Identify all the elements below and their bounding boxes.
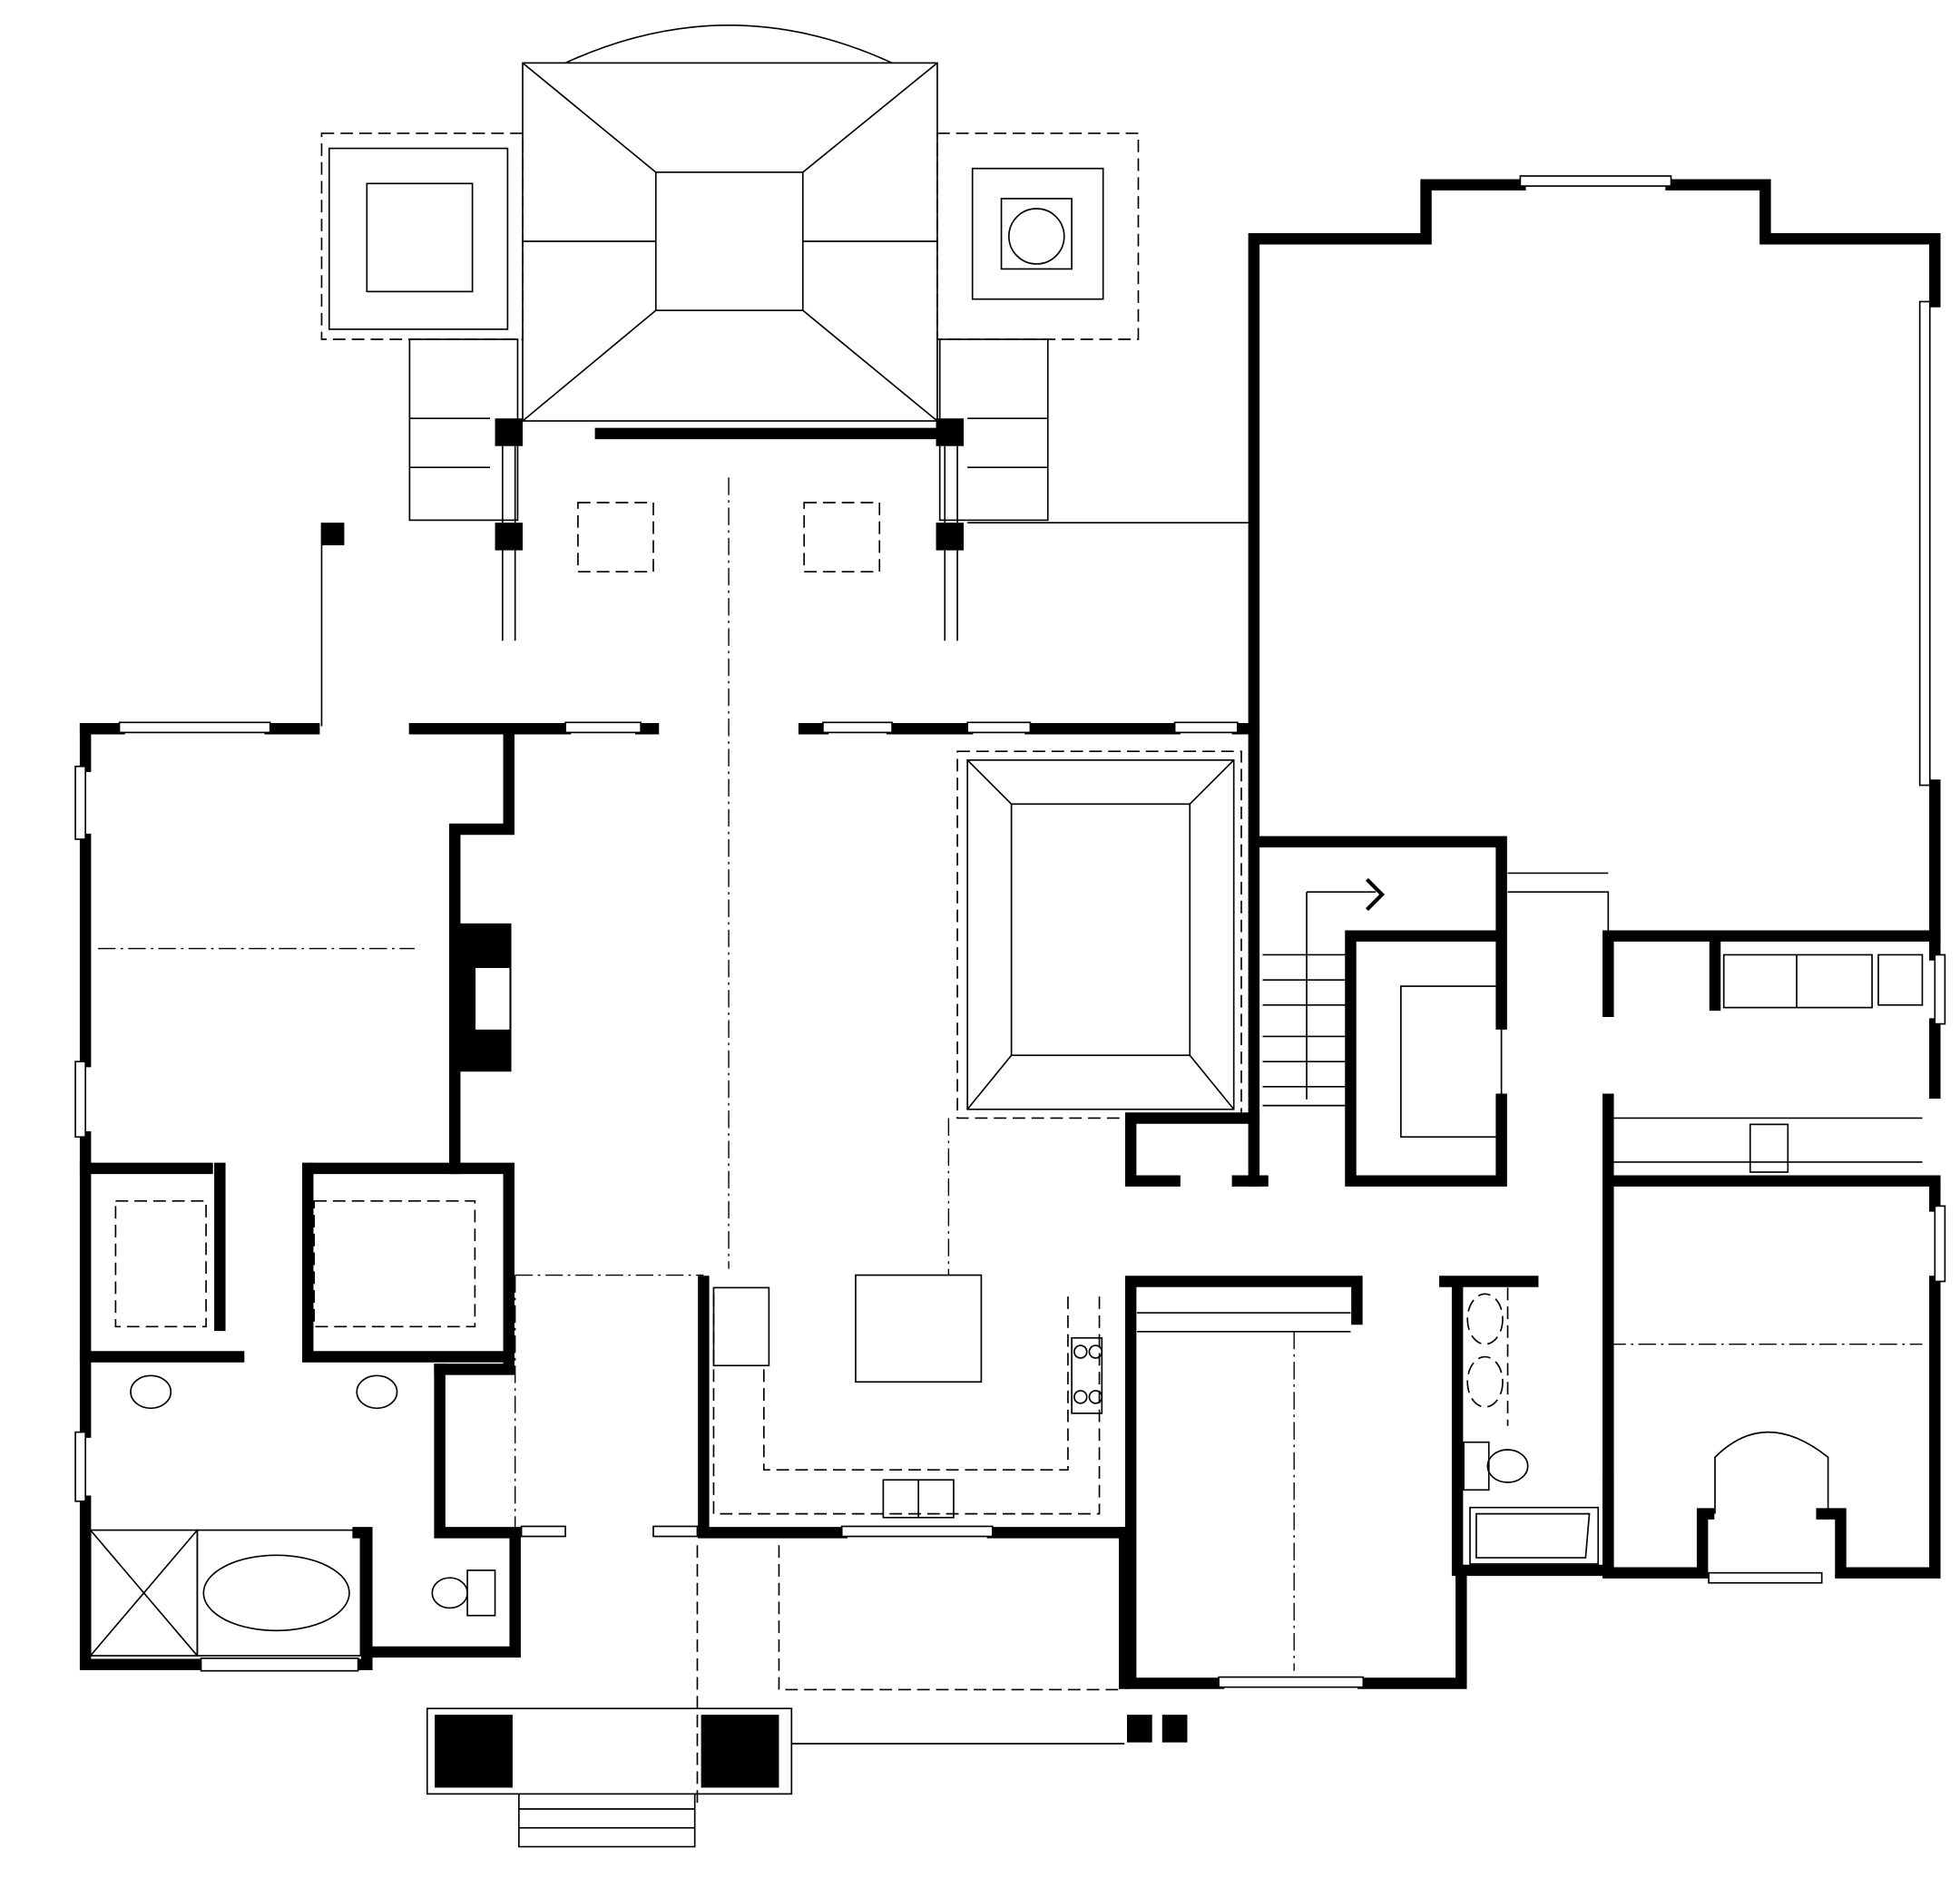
right-planter-fountain — [936, 132, 1140, 522]
toilet-icon — [1463, 1441, 1529, 1491]
guide-lines — [98, 477, 1923, 1809]
sink-icon — [1466, 1293, 1504, 1345]
cooktop-icon — [1073, 1344, 1103, 1404]
left-planter — [320, 132, 524, 522]
ceiling-tray — [956, 750, 1242, 1119]
sink-icon — [1466, 1355, 1504, 1408]
rear-porch-roof — [522, 24, 938, 422]
interior-walls — [79, 722, 1941, 1577]
sink-icon — [356, 1374, 398, 1410]
sink-icon — [882, 1479, 955, 1519]
shower-icon — [89, 1529, 199, 1657]
windows — [74, 175, 1946, 1688]
toilet-icon — [431, 1569, 496, 1617]
hall-bath — [1463, 1287, 1600, 1565]
bedroom-bay — [1137, 953, 1924, 1514]
porch-columns — [320, 418, 1254, 727]
stairs — [1262, 872, 1610, 1107]
kitchen — [712, 1274, 1103, 1519]
master-bath — [89, 1200, 496, 1657]
bathtub-icon — [1469, 1506, 1600, 1565]
sink-icon — [130, 1374, 172, 1410]
exterior-walls — [79, 179, 1941, 1689]
front-entry — [426, 1707, 1188, 1848]
stair-arrow-icon — [1365, 877, 1386, 912]
bathtub-icon — [196, 1529, 362, 1657]
